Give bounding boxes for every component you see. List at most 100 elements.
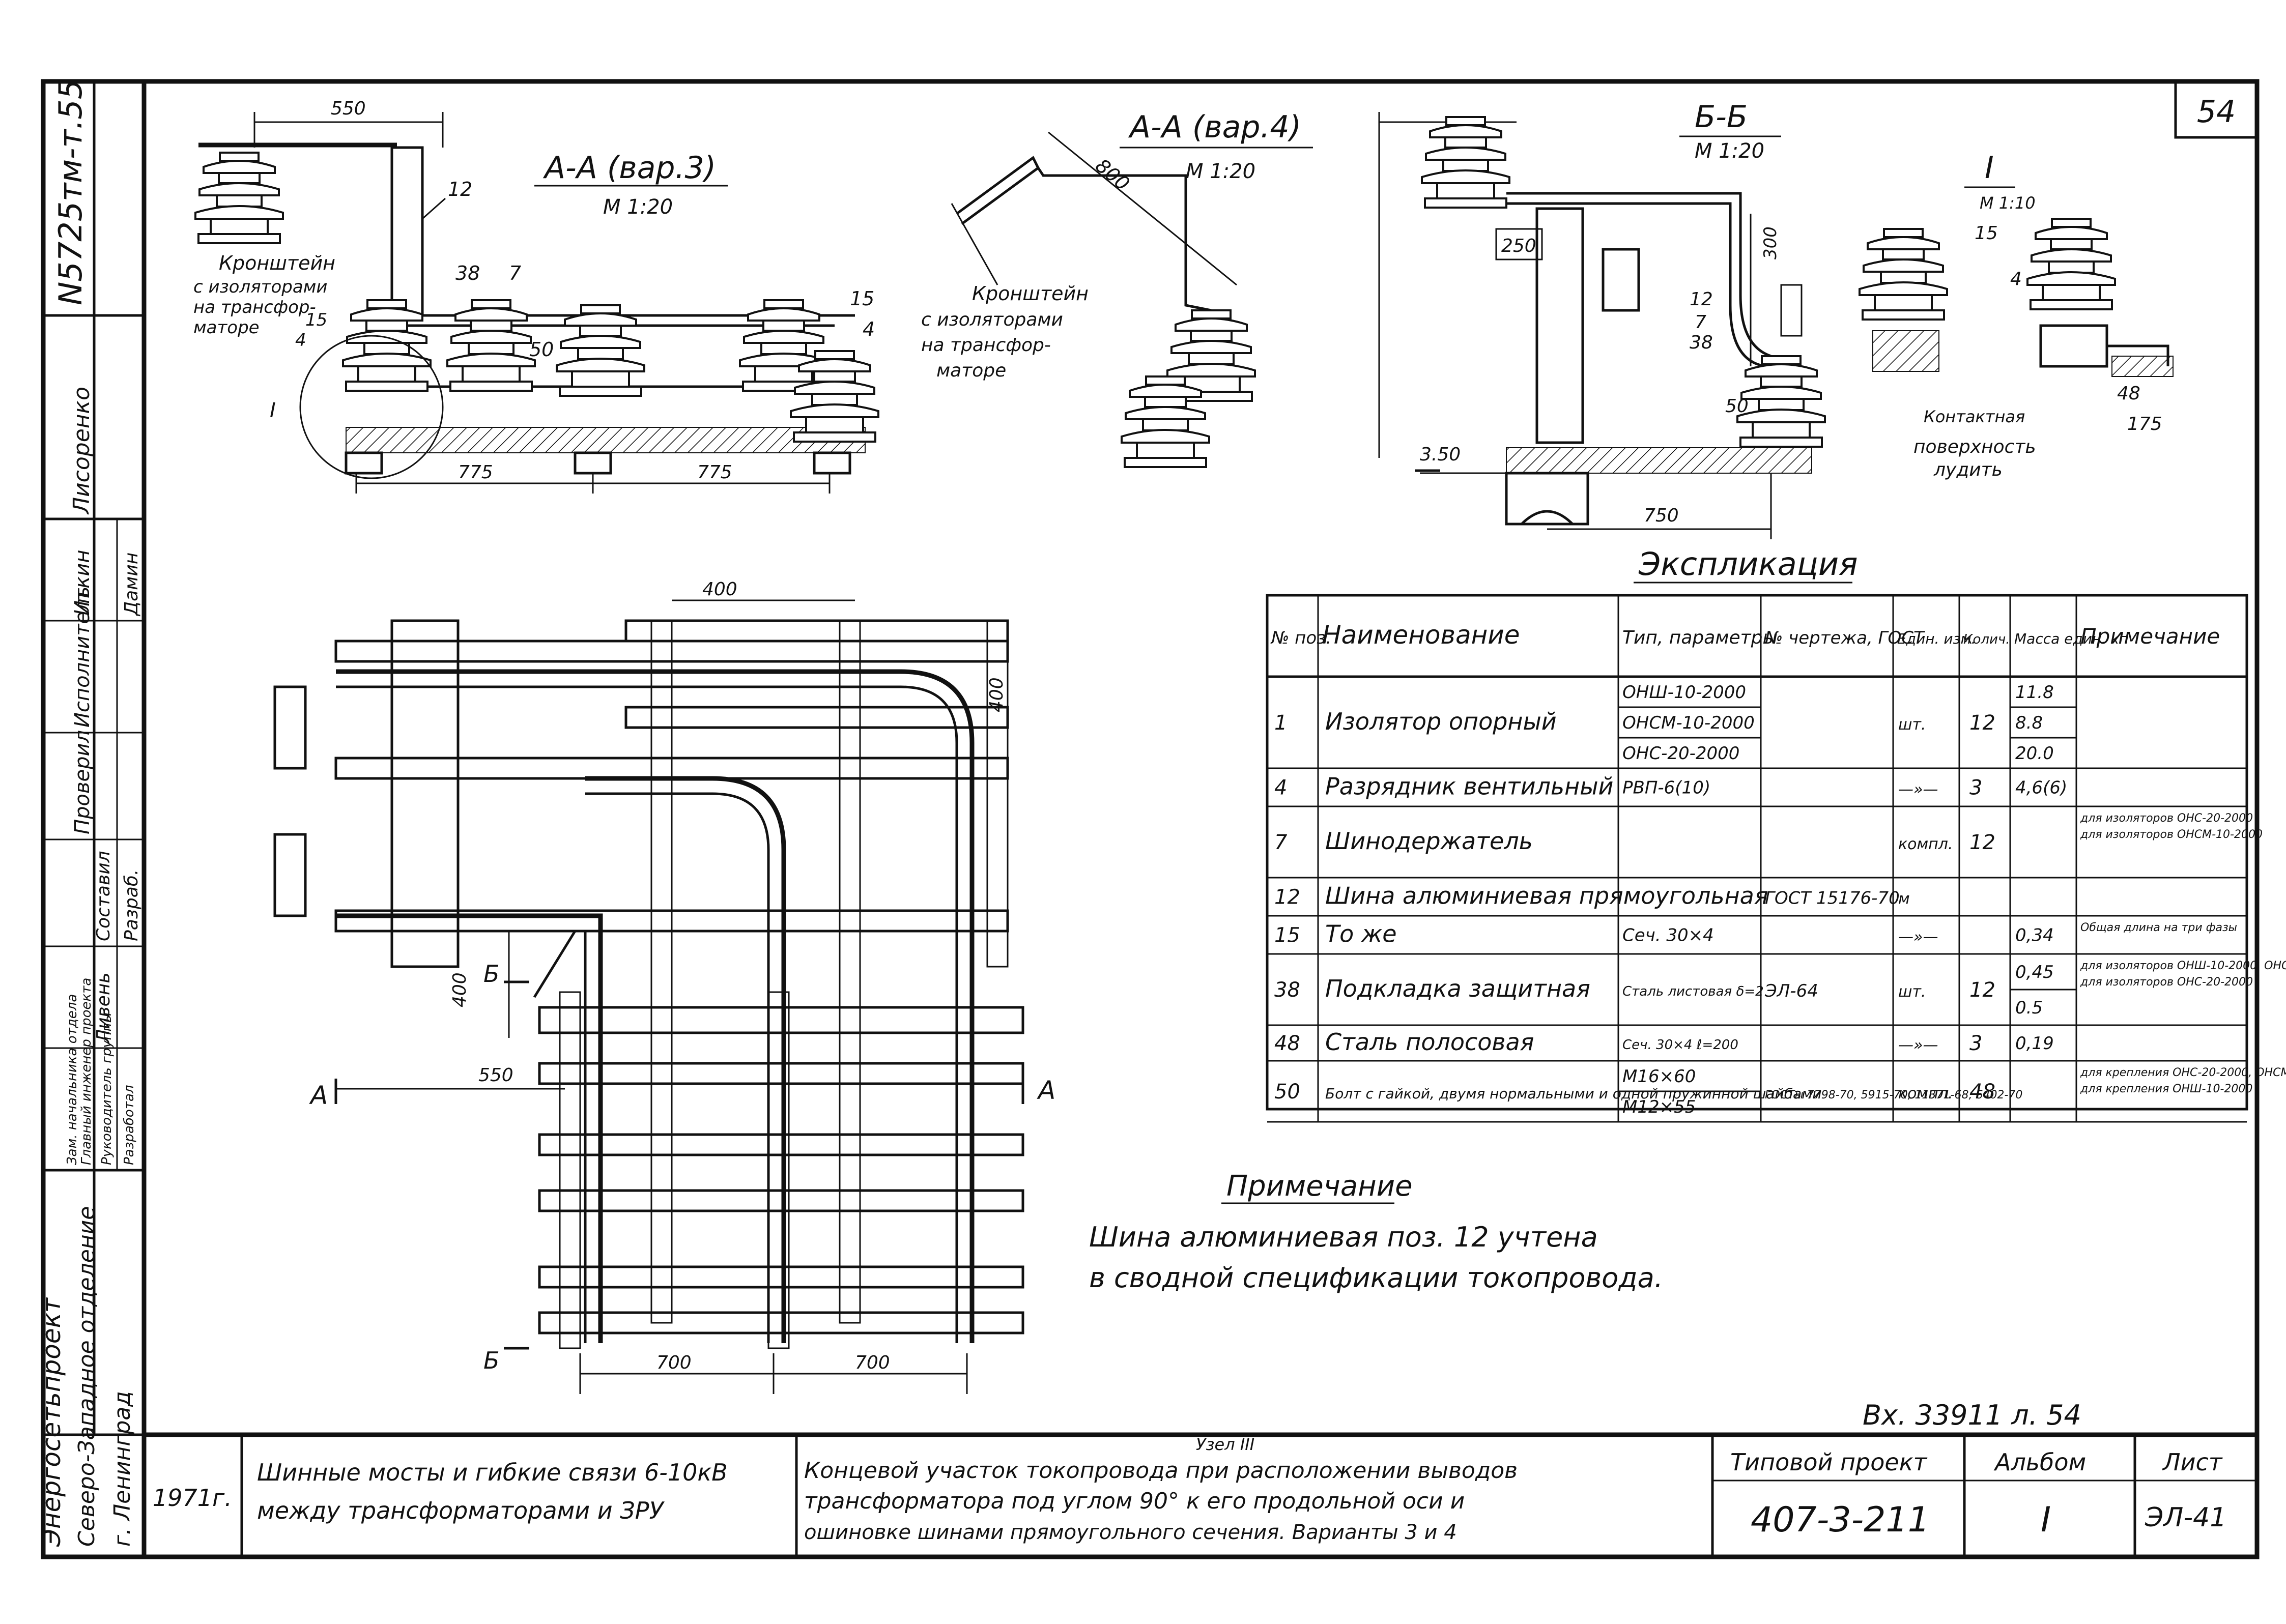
tb-desc-1: Концевой участок токопровода при располо… xyxy=(804,1458,1518,1484)
aa3-label-50: 50 xyxy=(529,338,554,361)
tb-node: Узел III xyxy=(1196,1435,1254,1454)
detail1-note-1: Контактная xyxy=(1924,407,2025,426)
row-7-unit: компл. xyxy=(1898,835,1953,853)
row-1-type-0: ОНШ-10-2000 xyxy=(1622,682,1746,703)
tb-album-number: I xyxy=(2041,1500,2051,1540)
row-12-unit: м xyxy=(1898,890,1910,908)
dim-bb-300: 300 xyxy=(1760,226,1781,259)
dim-aa4-800: 800 xyxy=(1091,154,1134,195)
row-7-qty: 12 xyxy=(1969,831,1995,854)
plan-mark-b-top: Б xyxy=(483,960,500,988)
dim-plan-700b: 700 xyxy=(855,1352,890,1373)
row-4-pos: 4 xyxy=(1274,776,1287,800)
dim-aa3-550: 550 xyxy=(331,98,366,119)
detail1-title: I xyxy=(1985,150,1994,186)
row-1-name: Изолятор опорный xyxy=(1325,708,1557,735)
dim-bb-750: 750 xyxy=(1644,505,1679,526)
row-1-pos: 1 xyxy=(1274,711,1287,735)
row-50-note-0: для крепления ОНС-20-2000, ОНСМ-10-2000 xyxy=(2080,1066,2286,1079)
title-block: 1971г. Шинные мосты и гибкие связи 6-10к… xyxy=(144,1432,2257,1557)
dim-plan-400-left: 400 xyxy=(449,972,470,1007)
dim-plan-700a: 700 xyxy=(656,1352,692,1373)
row-50-pos: 50 xyxy=(1274,1080,1300,1104)
aa3-detail-label: I xyxy=(270,399,276,422)
aa3-label-15b: 15 xyxy=(305,310,327,330)
sidebar-org-1: Энергосетьпроект xyxy=(37,1297,66,1547)
aa3-callout-2: с изоляторами xyxy=(193,277,327,297)
tb-year: 1971г. xyxy=(153,1484,232,1512)
aa3-callout-3: на трансфор- xyxy=(193,297,316,317)
aa3-label-12: 12 xyxy=(448,178,472,200)
bb-label-50: 50 xyxy=(1725,396,1749,417)
bb-label-7: 7 xyxy=(1695,312,1706,333)
tb-album-label: Альбом xyxy=(1993,1448,2086,1476)
row-50-type-0: М16×60 xyxy=(1622,1066,1696,1087)
detail1-label-15: 15 xyxy=(1975,223,1998,244)
row-50-qty: 48 xyxy=(1969,1080,1995,1104)
plan-mark-b-bottom: Б xyxy=(483,1347,500,1374)
row-48-pos: 48 xyxy=(1274,1032,1300,1055)
view-aa3-title: А-А (вар.3) xyxy=(542,150,716,186)
aa3-label-4: 4 xyxy=(863,318,875,340)
sidebar-role-3: Руководитель группы xyxy=(99,1012,115,1165)
row-4-name: Разрядник вентильный xyxy=(1325,773,1613,800)
sidebar-role-2: Главный инженер проекта xyxy=(79,978,94,1165)
explication-header-5: Колич. xyxy=(1963,632,2010,647)
explication-header-7: Примечание xyxy=(2080,624,2220,649)
tb-sheet-code: ЭЛ-41 xyxy=(2145,1502,2226,1533)
inventory-note: Вх. 33911 л. 54 xyxy=(1863,1399,2081,1431)
detail1-label-4: 4 xyxy=(2010,269,2022,289)
row-38-note-1: для изоляторов ОНС-20-2000 xyxy=(2080,976,2253,989)
row-15-note-0: Общая длина на три фазы xyxy=(2080,921,2237,934)
detail1-note-2: поверхность xyxy=(1913,437,2036,457)
aa3-callout-4: маторе xyxy=(193,317,260,338)
dim-bb-350: 3.50 xyxy=(1420,444,1461,465)
bb-label-38: 38 xyxy=(1690,332,1713,353)
view-plan: 400 400 400 550 700 700 А А Б Б xyxy=(273,579,1055,1394)
notes-line-2: в сводной спецификации токопровода. xyxy=(1089,1262,1663,1294)
row-1-type-1: ОНСМ-10-2000 xyxy=(1622,713,1755,733)
explication-header-0: № поз. xyxy=(1270,628,1331,648)
sidebar-check-1: Исполнитель xyxy=(71,587,94,728)
row-12-gost: ГОСТ 15176-70 xyxy=(1765,888,1900,909)
row-15-type-0: Сеч. 30×4 xyxy=(1622,925,1714,946)
plan-mark-a-right: А xyxy=(1037,1076,1055,1105)
row-12-name: Шина алюминиевая прямоугольная xyxy=(1325,882,1768,910)
aa4-callout-2: с изоляторами xyxy=(921,309,1063,330)
plan-mark-a-left: А xyxy=(309,1081,328,1110)
row-48-name: Сталь полосовая xyxy=(1325,1028,1534,1056)
dim-plan-400-right: 400 xyxy=(986,677,1007,712)
sidebar-name-3: Дамин xyxy=(121,553,142,617)
sidebar-check-2: Проверил xyxy=(71,730,94,834)
sidebar-check-3: Составил xyxy=(93,851,114,941)
row-1-mass-0: 11.8 xyxy=(2015,682,2054,703)
view-bb-title: Б-Б xyxy=(1695,99,1748,135)
row-15-pos: 15 xyxy=(1274,924,1300,947)
row-38-name: Подкладка защитная xyxy=(1325,975,1590,1002)
view-bb-scale: М 1:20 xyxy=(1695,139,1764,163)
row-48-qty: 3 xyxy=(1969,1032,1982,1055)
row-48-mass-0: 0,19 xyxy=(2015,1033,2054,1054)
view-aa3-scale: М 1:20 xyxy=(603,195,673,219)
row-50-name: Болт с гайкой, двумя нормальными и одной… xyxy=(1325,1085,1821,1102)
row-7-name: Шинодержатель xyxy=(1325,827,1533,855)
dim-bb-250: 250 xyxy=(1501,236,1536,256)
sidebar-name-4: Ливень xyxy=(93,972,114,1044)
sidebar-name-1: Лисоренко xyxy=(69,387,95,515)
row-50-gost: ГОСТы 7798-70, 5915-70, 11371-68, 6402-7… xyxy=(1765,1089,2022,1101)
aa3-label-38: 38 xyxy=(455,262,480,284)
row-4-qty: 3 xyxy=(1969,776,1982,800)
row-38-pos: 38 xyxy=(1274,978,1300,1002)
aa3-label-7: 7 xyxy=(509,262,521,284)
row-38-mass-0: 0,45 xyxy=(2015,962,2054,982)
row-38-gost: ЭЛ-64 xyxy=(1764,981,1818,1001)
notes-block: Примечание Шина алюминиевая поз. 12 учте… xyxy=(1089,1170,1663,1294)
view-section-aa-var3: А-А (вар.3) М 1:20 550 I 12 38 7 15 4 xyxy=(193,98,879,494)
sidebar-check-4: Разраб. xyxy=(121,869,142,941)
row-38-qty: 12 xyxy=(1969,978,1995,1002)
sidebar-org-3: г. Ленинград xyxy=(109,1391,135,1547)
sidebar-name-2: Иткин xyxy=(71,549,94,616)
aa3-label-15: 15 xyxy=(850,287,874,310)
